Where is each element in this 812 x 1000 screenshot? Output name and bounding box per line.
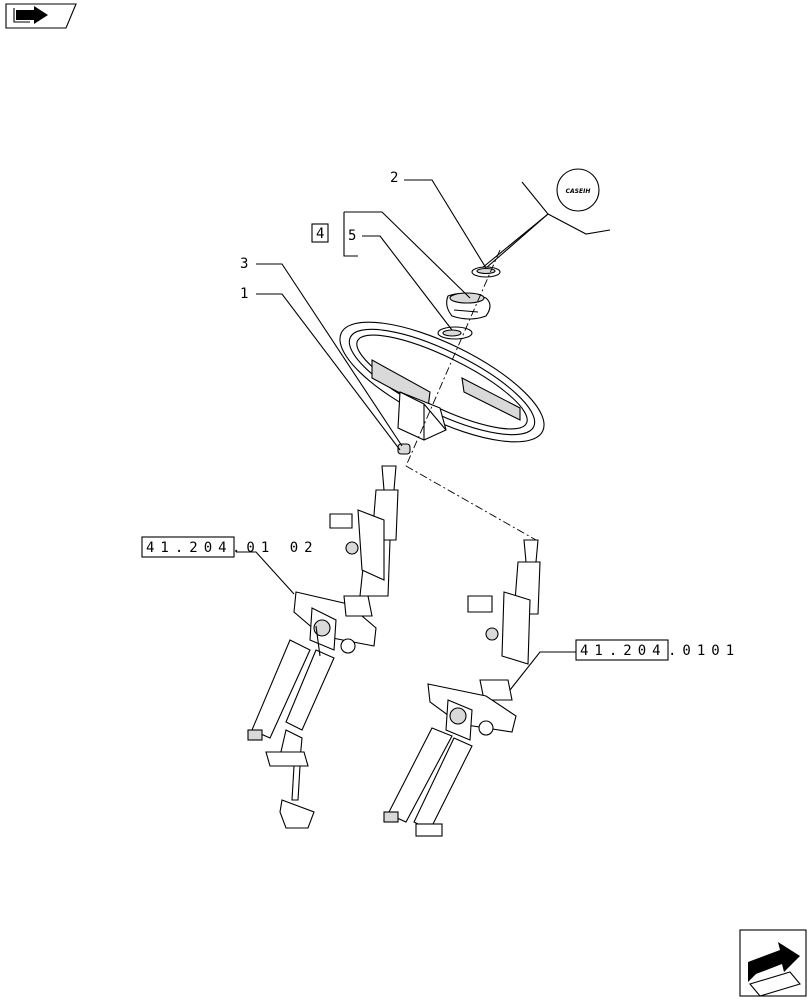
badge-leader-3 (485, 213, 549, 269)
callout-leaders (236, 179, 576, 691)
left-steering-column (247, 465, 399, 829)
callout-2: 2 (390, 170, 398, 186)
reference-right[interactable]: 41.204 .0101 (575, 639, 740, 661)
part-2-emblem (471, 266, 501, 278)
reference-right-boxed: 41.204 (580, 643, 667, 659)
part-5-washer (437, 326, 473, 340)
right-steering-column (383, 539, 541, 837)
callout-4-box: 4 (311, 223, 329, 243)
badge-leader (481, 181, 549, 269)
badge-leader-2 (547, 213, 611, 235)
reference-left-boxed: 41.204 (146, 540, 233, 556)
open-book-arrow-icon[interactable] (5, 3, 77, 29)
next-page-arrow-icon[interactable] (739, 929, 807, 997)
callout-3: 3 (240, 256, 248, 272)
callout-5: 5 (348, 228, 356, 244)
callout-1: 1 (240, 286, 248, 302)
reference-left[interactable]: 41.204 .01 02 (141, 536, 319, 558)
reference-left-rest: .01 02 (232, 540, 319, 556)
caseih-badge: CASEIH (556, 168, 600, 212)
badge-text: CASEIH (566, 188, 591, 195)
center-axis (405, 249, 501, 467)
part-1-nut (397, 443, 411, 455)
reference-right-rest: .0101 (668, 643, 740, 659)
part-4-cap (446, 292, 491, 320)
callout-4: 4 (316, 226, 324, 242)
transfer-axis (405, 465, 537, 541)
part-3-steering-wheel (339, 321, 545, 443)
